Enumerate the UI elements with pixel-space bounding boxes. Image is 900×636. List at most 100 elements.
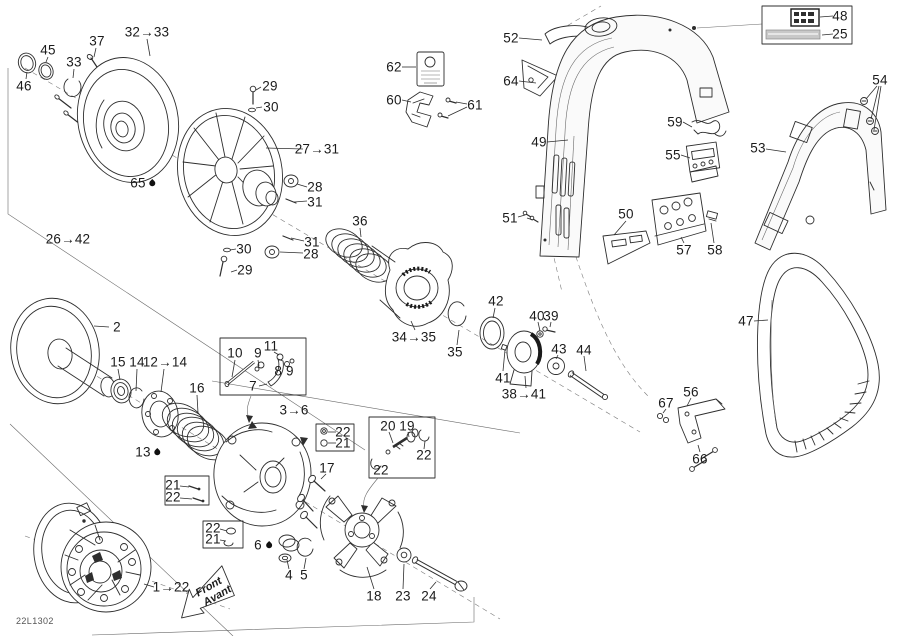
pictogram-label-48 (790, 8, 820, 27)
belt-guard-53 (754, 102, 887, 251)
leader-line (93, 47, 97, 58)
leader-line (293, 200, 308, 203)
leader-line (273, 351, 280, 356)
leader-line (680, 154, 691, 159)
flange-12-14 (141, 390, 179, 438)
leader-line (518, 80, 537, 84)
leader-line (710, 222, 715, 244)
washer-23 (396, 547, 412, 563)
spider-18 (319, 495, 404, 578)
spring-36 (325, 228, 393, 283)
spring-clip-59 (691, 120, 727, 137)
warning-sticker-62 (416, 51, 445, 87)
leader-line (303, 557, 307, 570)
belt-guard-49 (535, 14, 730, 258)
circlip-14 (128, 387, 145, 409)
leader-line (219, 539, 227, 542)
leader-line (753, 319, 769, 322)
pin-44 (567, 370, 609, 401)
leader-line (423, 440, 426, 450)
leader-line (143, 583, 155, 588)
leader-line (502, 349, 506, 372)
leader-line (524, 375, 527, 389)
leader-line (870, 85, 880, 120)
pin-31-upper (285, 198, 297, 204)
roller-43 (547, 357, 565, 375)
bolt-29-top (248, 85, 257, 113)
bearing-15 (110, 378, 132, 404)
leader-line (265, 147, 304, 150)
leader-line (518, 37, 543, 41)
bolts-66 (689, 447, 718, 472)
strip-label-25 (765, 29, 821, 40)
bracket-57 (651, 192, 707, 246)
leader-line (93, 325, 110, 328)
leader-line (680, 236, 685, 244)
leader-line (179, 485, 190, 488)
leader-line (697, 444, 701, 453)
leader-line (290, 237, 305, 242)
support-bracket-56 (677, 398, 726, 444)
leader-line (873, 85, 882, 131)
ring-45 (38, 62, 54, 80)
inset-box-pins-21-22 (164, 475, 210, 506)
leader-line (821, 33, 834, 36)
leader-line (229, 248, 237, 251)
sheave-32-33 (76, 57, 180, 183)
inset-box-pin-19-20-22 (361, 416, 436, 513)
leader-line (407, 431, 410, 438)
inset-box-orings-22-21 (315, 423, 355, 452)
leader-line (25, 71, 28, 80)
sheave-2 (10, 297, 116, 405)
leader-line (255, 106, 263, 109)
leader-line (279, 251, 304, 254)
leader-line (255, 86, 262, 91)
leader-line (819, 15, 834, 18)
leader-line (410, 320, 416, 331)
assembly-1-22 (33, 502, 152, 613)
washer-40 (536, 330, 544, 338)
housing-34-35 (371, 242, 453, 327)
ring-42 (479, 316, 505, 350)
sheave-27-31 (176, 108, 284, 236)
screw-39 (542, 326, 556, 333)
nuts-67 (656, 412, 670, 424)
clip-58 (705, 210, 719, 222)
screws-61 (437, 97, 457, 119)
roller-28-upper (283, 174, 299, 188)
leader-line (45, 56, 49, 63)
leader-line (682, 121, 693, 128)
leader-line (613, 220, 627, 236)
governor-cup-38-41 (506, 330, 543, 387)
leader-line (546, 139, 569, 143)
front-direction-arrow: Front Avant (181, 565, 235, 619)
inset-box-rings-22-21 (202, 520, 244, 549)
leader-line (160, 368, 165, 393)
circlip-33 (63, 78, 82, 97)
leader-line (117, 368, 121, 381)
bracket-64 (521, 59, 559, 97)
bolt-29-left (219, 247, 231, 277)
leader-line (765, 148, 787, 153)
leader-line (366, 566, 375, 590)
circlip-5 (296, 537, 314, 557)
leader-line (72, 68, 75, 79)
bolt-17 (297, 474, 326, 529)
leader-line (219, 528, 228, 532)
leader-line (492, 307, 496, 319)
ring-46 (17, 52, 37, 74)
drive-belt-47 (757, 252, 880, 458)
spacer-6 (278, 534, 300, 552)
leader-line (135, 368, 138, 392)
damper-60 (405, 91, 434, 128)
leader-line (526, 217, 534, 221)
pin-31-lower (282, 235, 294, 241)
inset-box-lever-7-11 (219, 337, 307, 423)
leader-line (456, 329, 460, 346)
roller-28-lower (264, 245, 280, 259)
leader-line (517, 214, 526, 218)
hinge-55 (685, 141, 721, 183)
leader-line (196, 394, 199, 414)
